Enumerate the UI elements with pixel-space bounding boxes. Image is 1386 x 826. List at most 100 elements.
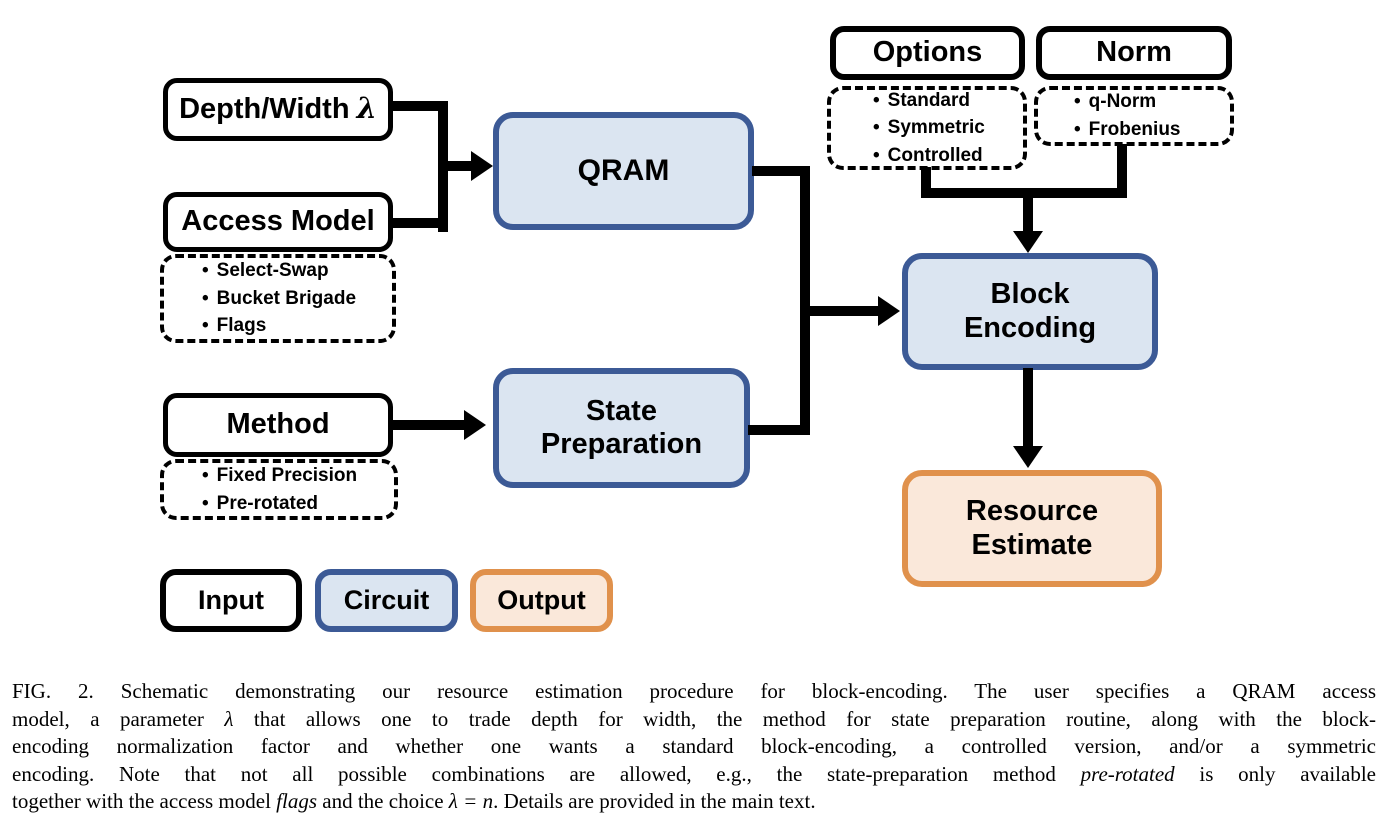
bullet-text: Select-Swap	[216, 260, 329, 282]
node-options-label: Options	[872, 36, 983, 69]
node-qram: QRAM	[493, 112, 754, 230]
legend-input: Input	[160, 569, 302, 632]
bullet-text: Pre-rotated	[216, 492, 319, 514]
block-encoding-line2: Encoding	[963, 311, 1097, 344]
connector-access-model-out	[391, 218, 448, 228]
bullet-text: Symmetric	[887, 117, 985, 139]
caption-line: encoding. Note that not all possible com…	[12, 761, 1376, 789]
state-preparation-line2: Preparation	[540, 428, 703, 460]
arrowhead-into-block-encoding-left	[878, 296, 900, 326]
caption-line: FIG. 2. Schematic demonstrating our reso…	[12, 678, 1376, 706]
node-norm: Norm	[1036, 26, 1232, 80]
bullet-text: Flags	[216, 315, 267, 337]
bullet-icon: •	[873, 144, 880, 166]
caption-italic-text: λ = n	[448, 789, 494, 813]
bullet-item: • Flags	[202, 312, 384, 340]
bullet-icon: •	[202, 464, 209, 486]
node-qram-label: QRAM	[577, 153, 670, 187]
state-preparation-line1: State	[586, 394, 657, 427]
bullet-icon: •	[202, 260, 209, 282]
arrowhead-into-resource-estimate	[1013, 446, 1043, 468]
bullet-item: • Pre-rotated	[202, 490, 386, 518]
caption-text: model, a parameter	[12, 706, 225, 731]
list-method-options: • Fixed Precision • Pre-rotated	[160, 459, 398, 520]
bullet-text: q-Norm	[1088, 91, 1157, 113]
connector-norm-drop	[1117, 144, 1127, 198]
caption-text: together with the access model	[12, 789, 277, 813]
caption-text: . Details are provided in the main text.	[493, 789, 816, 813]
caption-italic-text: λ	[224, 706, 234, 731]
legend-circuit-label: Circuit	[343, 585, 430, 615]
node-method-label: Method	[226, 408, 330, 441]
bullet-icon: •	[202, 287, 209, 309]
caption-line: model, a parameter λ that allows one to …	[12, 706, 1376, 734]
bullet-text: Bucket Brigade	[216, 287, 357, 309]
bullet-text: Frobenius	[1088, 119, 1181, 140]
legend-output: Output	[470, 569, 613, 632]
bullet-item: • q-Norm	[1074, 88, 1222, 116]
resource-estimate-line2: Estimate	[971, 528, 1093, 561]
caption-text: FIG. 2. Schematic demonstrating our reso…	[12, 679, 1376, 703]
node-state-preparation-label: State Preparation	[541, 395, 702, 462]
connector-state-preparation-out	[748, 425, 810, 435]
arrowhead-into-state-preparation	[464, 410, 486, 440]
legend-output-label: Output	[497, 585, 586, 615]
node-resource-estimate: Resource Estimate	[902, 470, 1162, 587]
node-method: Method	[163, 393, 393, 457]
arrowhead-into-block-encoding-top	[1013, 231, 1043, 253]
list-options: • Standard • Symmetric • Controlled	[827, 86, 1027, 170]
bullet-icon: •	[1074, 91, 1081, 113]
bullet-icon: •	[1074, 119, 1081, 140]
node-block-encoding: Block Encoding	[902, 253, 1158, 370]
connector-down-to-block-encoding	[1023, 188, 1033, 233]
bullet-item: • Bucket Brigade	[202, 285, 384, 313]
connector-to-qram-shaft	[438, 161, 473, 171]
bullet-item: • Frobenius	[1074, 116, 1222, 144]
caption-text: encoding. Note that not all possible com…	[12, 761, 1081, 786]
node-block-encoding-label: Block Encoding	[964, 278, 1096, 345]
node-norm-label: Norm	[1096, 36, 1172, 69]
bullet-item: • Controlled	[873, 142, 1015, 170]
connector-depth-width-out	[391, 101, 448, 111]
node-state-preparation: State Preparation	[493, 368, 750, 488]
node-access-model-label: Access Model	[181, 205, 375, 238]
resource-estimate-line1: Resource	[965, 495, 1099, 528]
list-access-model-options: • Select-Swap • Bucket Brigade • Flags	[160, 254, 396, 343]
lambda-symbol: λ	[356, 91, 377, 126]
caption-text: and the choice	[317, 789, 449, 813]
node-options: Options	[830, 26, 1025, 80]
connector-to-block-encoding-shaft	[800, 306, 880, 316]
connector-block-to-resource	[1023, 368, 1033, 448]
caption-italic-text: pre-rotated	[1080, 761, 1175, 786]
bullet-text: Standard	[887, 89, 971, 111]
list-norm-options: • q-Norm • Frobenius	[1034, 86, 1234, 146]
bullet-icon: •	[873, 89, 880, 111]
connector-circuit-junction-vertical	[800, 166, 810, 435]
bullet-icon: •	[202, 492, 209, 514]
legend-circuit: Circuit	[315, 569, 458, 632]
caption-text: is only available	[1174, 761, 1376, 786]
caption-line: encoding normalization factor and whethe…	[12, 733, 1376, 761]
caption-line: together with the access model flags and…	[12, 788, 1376, 816]
bullet-item: • Fixed Precision	[202, 462, 386, 490]
arrowhead-into-qram	[471, 151, 493, 181]
bullet-icon: •	[873, 117, 880, 139]
caption-italic-text: flags	[276, 789, 318, 813]
caption-text: that allows one to trade depth for width…	[233, 706, 1376, 731]
node-resource-estimate-label: Resource Estimate	[966, 495, 1098, 562]
bullet-text: Controlled	[887, 144, 983, 166]
block-encoding-line1: Block	[990, 278, 1070, 311]
bullet-icon: •	[202, 315, 209, 337]
connector-options-drop	[921, 167, 931, 198]
depth-width-text: Depth/Width	[179, 93, 350, 126]
bullet-item: • Standard	[873, 87, 1015, 115]
caption-text: encoding normalization factor and whethe…	[12, 734, 1376, 758]
bullet-text: Fixed Precision	[216, 464, 358, 486]
node-access-model: Access Model	[163, 192, 393, 252]
connector-method-out	[391, 420, 464, 430]
figure-caption: FIG. 2. Schematic demonstrating our reso…	[12, 678, 1376, 816]
bullet-item: • Symmetric	[873, 114, 1015, 142]
legend-input-label: Input	[198, 585, 264, 615]
